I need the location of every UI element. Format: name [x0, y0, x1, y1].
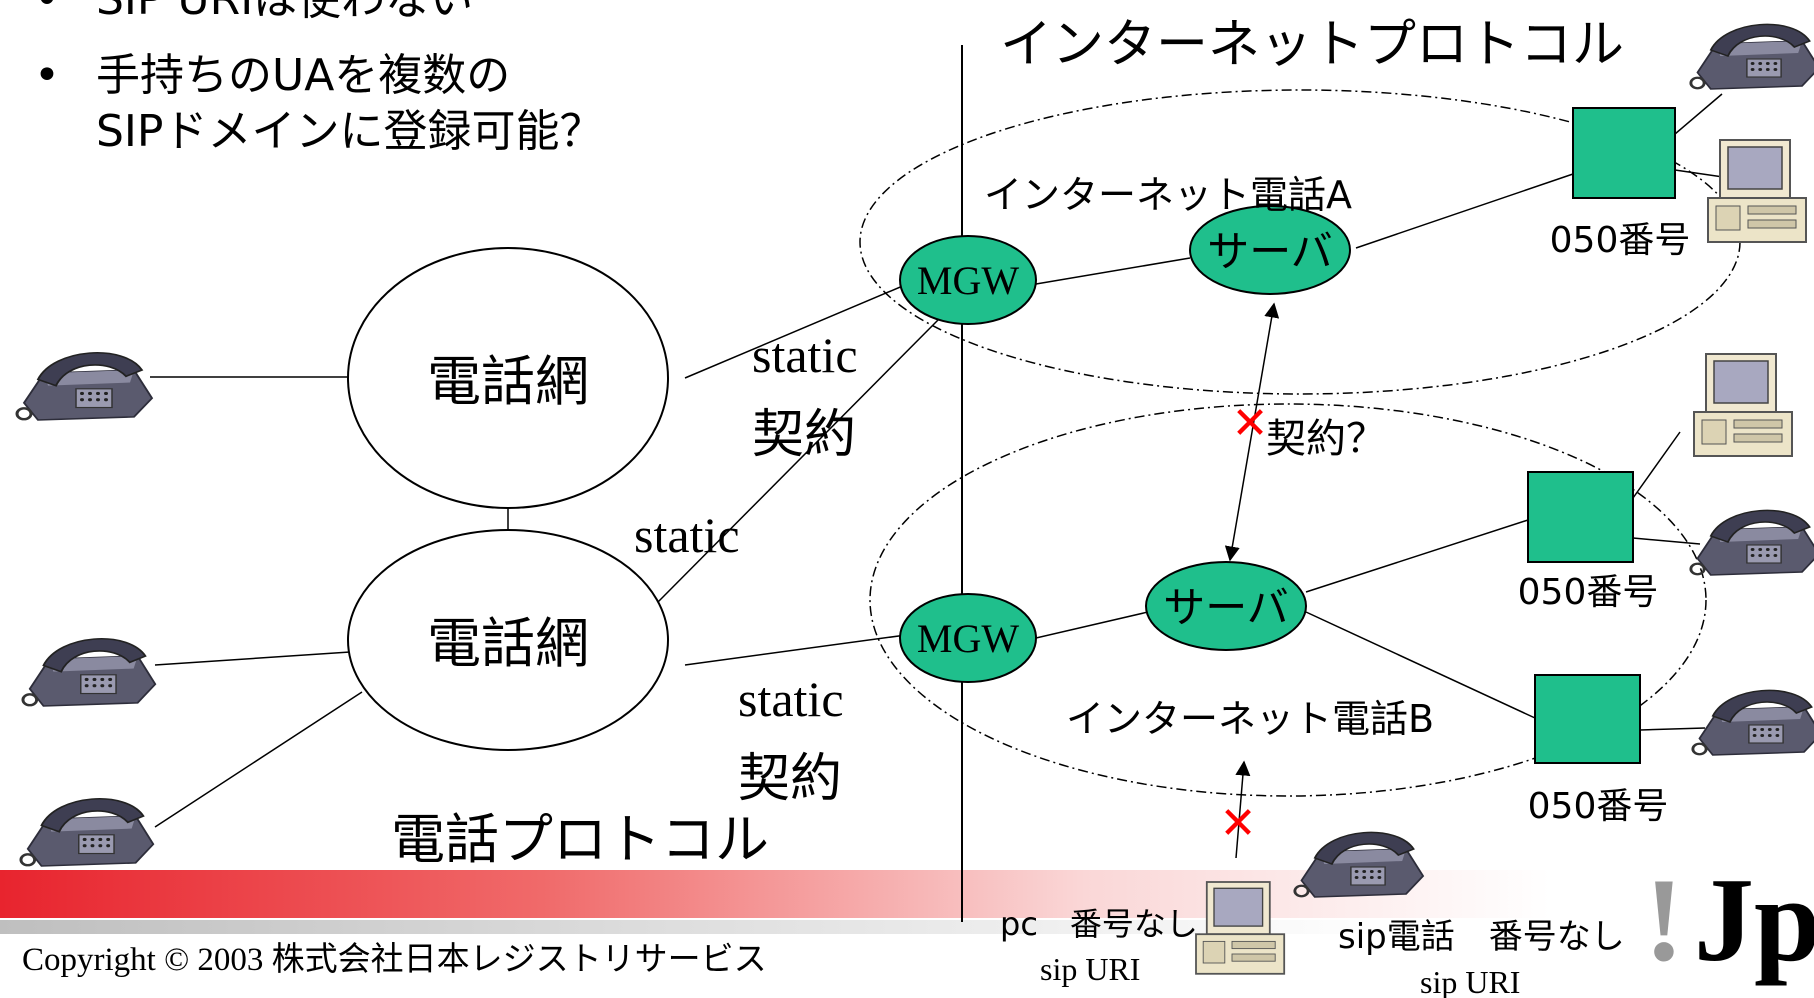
bullet-marker: •	[34, 50, 60, 101]
mgw-a-node	[899, 235, 1037, 325]
mgw-b-label: MGW	[917, 616, 1019, 661]
pc-label-line2: sip URI	[1040, 951, 1140, 987]
bullet-2-text: 手持ちのUAを複数の	[96, 50, 510, 101]
telephone-icon	[19, 797, 155, 868]
domain-b-label: インターネット電話B	[1066, 697, 1434, 741]
logo-exclamation: !	[1644, 853, 1684, 986]
registration-arrow	[1235, 760, 1251, 859]
static-label-2: static	[634, 507, 740, 563]
contract-label-1: 契約	[752, 405, 856, 465]
bullet-3-text: SIPドメインに登録可能？	[96, 106, 603, 157]
footer-red-bar	[0, 870, 1550, 918]
bullet-1-text: SIP URIは使わない	[96, 0, 473, 25]
telephone-icon	[1691, 688, 1814, 757]
domain-a-label: インターネット電話A	[984, 173, 1352, 217]
computer-icon	[1693, 353, 1793, 457]
sip-phone-label-line2: sip URI	[1420, 964, 1520, 998]
computer-icon	[1707, 139, 1807, 243]
jprs-logo: Jp	[1694, 853, 1814, 986]
phone-network-2	[347, 529, 669, 751]
server-a-label: サーバ	[1207, 227, 1333, 276]
connection-lines	[150, 93, 1731, 828]
phone-protocol-title: 電話プロトコル	[391, 808, 769, 871]
mgw-a-label: MGW	[917, 258, 1019, 303]
terminal-b1	[1527, 471, 1634, 563]
phone-network-1-label: 電話網	[427, 350, 589, 413]
cross-mark-icon: ✕	[1220, 798, 1257, 849]
terminal-b2	[1534, 674, 1641, 764]
contract-label-3: 契約	[738, 749, 842, 809]
telephone-icon	[1689, 508, 1814, 577]
bullet-marker: •	[34, 0, 60, 25]
telephone-icon	[21, 637, 157, 708]
number-a-label: 050番号	[1550, 220, 1691, 261]
contract-question-label: 契約？	[1266, 416, 1386, 462]
copyright-text: Copyright © 2003 株式会社日本レジストリサービス	[22, 941, 767, 978]
server-a-node	[1189, 205, 1351, 295]
sip-phone-label-line1: sip電話 番号なし	[1338, 917, 1625, 957]
pc-label-line1: pc 番号なし	[1000, 905, 1198, 943]
telephone-icon	[15, 351, 154, 422]
mgw-b-node	[899, 593, 1037, 683]
contract-arrow	[1224, 302, 1280, 562]
terminal-a	[1572, 107, 1676, 199]
cross-mark-icon: ✕	[1232, 398, 1269, 449]
internet-protocol-title: インターネットプロトコル	[1000, 15, 1624, 75]
footer-gray-bar	[0, 920, 1400, 934]
telephone-icon	[1293, 830, 1425, 899]
phone-network-1	[347, 247, 669, 509]
static-label-1: static	[752, 327, 858, 383]
number-b1-label: 050番号	[1518, 572, 1659, 613]
number-b2-label: 050番号	[1528, 786, 1669, 827]
phone-network-2-label: 電話網	[427, 612, 589, 675]
telephone-icon	[1689, 22, 1814, 91]
static-label-3: static	[738, 671, 844, 727]
server-b-node	[1145, 561, 1307, 651]
server-b-label: サーバ	[1163, 583, 1289, 632]
domain-b-boundary	[869, 403, 1707, 797]
